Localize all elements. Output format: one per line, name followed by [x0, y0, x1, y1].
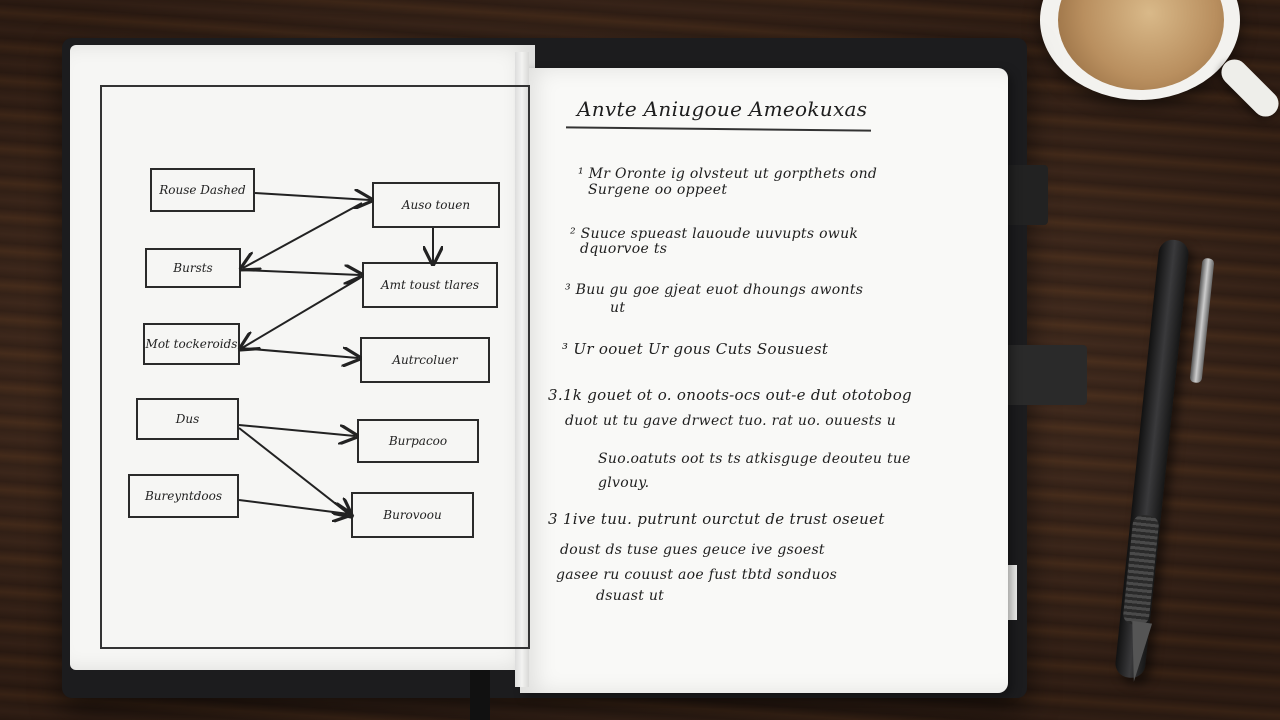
page-title: Anvte Aniugoue Ameokuxas [577, 97, 868, 121]
note-line: 3.1k gouet ot o. onoots-ocs out-e dut ot… [548, 386, 912, 404]
bookmark-ribbon [470, 668, 490, 720]
note-line: ³ Buu gu goe gjeat euot dhoungs awonts [565, 282, 864, 298]
note-line: glvouy. [598, 475, 650, 491]
note-line: ut [610, 300, 626, 316]
diagram-frame [100, 85, 530, 649]
note-line: ¹ Mr Oronte ig olvsteut ut gorpthets ond [578, 166, 878, 182]
note-line: dsuast ut [596, 588, 665, 604]
right-page [520, 68, 1008, 693]
diagram-box: Rouse Dashed [150, 168, 255, 212]
diagram-box: Bureyntdoos [128, 474, 239, 518]
note-line: Surgene oo oppeet [588, 182, 728, 198]
note-line: doust ds tuse gues geuce ive gsoest [560, 542, 825, 558]
notebook-tab-2 [995, 345, 1087, 405]
notebook-gutter [515, 52, 529, 687]
notebook-tab-1 [1000, 165, 1048, 225]
left-page [70, 45, 535, 670]
diagram-box: Dus [136, 398, 239, 440]
note-line: 3 1ive tuu. putrunt ourctut de trust ose… [548, 510, 885, 528]
note-line: ³ Ur oouet Ur gous Cuts Sousuest [562, 340, 829, 358]
note-line: dquorvoe ts [580, 241, 668, 257]
note-line: ² Suuce spueast lauoude uuvupts owuk [570, 226, 859, 242]
note-line: Suo.oatuts oot ts ts atkisguge deouteu t… [598, 451, 911, 467]
note-line: gasee ru couust aoe fust tbtd sonduos [556, 567, 838, 583]
note-line: duot ut tu gave drwect tuo. rat uo. ouue… [565, 413, 897, 429]
